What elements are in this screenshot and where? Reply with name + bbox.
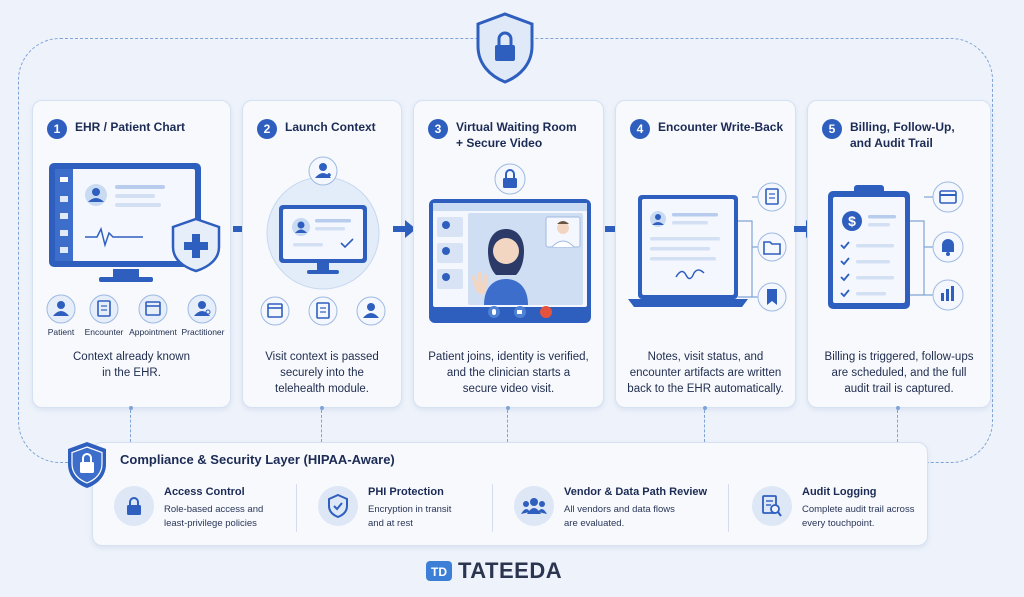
shield-check-icon (318, 486, 358, 526)
feature-vendor-data-path-review: Vendor & Data Path Review All vendors an… (514, 486, 707, 531)
step-number: 1 (47, 119, 67, 139)
divider (492, 484, 493, 532)
launch-context-icon (260, 156, 386, 326)
feature-title: PHI Protection (368, 486, 444, 498)
step-title: Encounter Write-Back (658, 120, 784, 134)
step-title: Virtual Waiting Room + Secure Video (456, 120, 577, 150)
role-label-practitioner: Practitioner (181, 327, 225, 337)
divider (728, 484, 729, 532)
shield-lock-icon (68, 442, 106, 488)
role-label-appointment: Appointment (129, 327, 177, 337)
laptop-document-icon (628, 182, 787, 312)
ehr-monitor-icon (46, 163, 221, 324)
step-description: Notes, visit status, and encounter artif… (627, 351, 784, 395)
step-title: Billing, Follow-Up, and Audit Trail (850, 120, 955, 150)
connector-dot (320, 406, 324, 410)
step-number: 3 (428, 119, 448, 139)
step-description: Patient joins, identity is verified, and… (428, 351, 589, 395)
step-number: 5 (822, 119, 842, 139)
feature-description: Encryption in transit and at rest (368, 504, 452, 529)
connector-line (897, 410, 898, 442)
people-icon (514, 486, 554, 526)
step-description: Billing is triggered, follow-ups are sch… (824, 351, 974, 395)
connector-dot (703, 406, 707, 410)
connector-dot (129, 406, 133, 410)
step-card-ehr: 1 EHR / Patient Chart P (32, 100, 231, 408)
step-card-virtual-waiting-room: 3 Virtual Waiting Room + Secure Video Pa… (413, 100, 604, 408)
feature-phi-protection: PHI Protection Encryption in transit and… (318, 486, 451, 531)
step-card-billing-follow-up: 5 Billing, Follow-Up, and Audit Trail $ (807, 100, 991, 408)
feature-description: Complete audit trail across every touchp… (802, 504, 915, 529)
step-number: 2 (257, 119, 277, 139)
feature-description: All vendors and data flows are evaluated… (564, 504, 675, 529)
lock-icon (114, 486, 154, 526)
step-title: EHR / Patient Chart (75, 120, 186, 134)
connector-line (130, 410, 131, 442)
step-number: 4 (630, 119, 650, 139)
svg-text:TD: TD (431, 565, 447, 579)
billing-clipboard-icon: $ (828, 181, 964, 311)
feature-title: Vendor & Data Path Review (564, 486, 708, 498)
feature-description: Role-based access and least-privilege po… (164, 504, 264, 529)
video-call-icon (429, 163, 591, 323)
step-title: Launch Context (285, 120, 376, 134)
feature-title: Audit Logging (802, 486, 877, 498)
feature-access-control: Access Control Role-based access and lea… (114, 486, 263, 531)
divider (296, 484, 297, 532)
document-search-icon (752, 486, 792, 526)
compliance-title: Compliance & Security Layer (HIPAA-Aware… (120, 452, 395, 467)
step-description: Visit context is passed securely into th… (265, 351, 379, 395)
svg-text:$: $ (848, 213, 856, 229)
role-label-encounter: Encounter (84, 327, 124, 337)
role-label-patient: Patient (47, 327, 75, 337)
connector-line (704, 410, 705, 442)
brand-logo-mark-icon: TD (426, 561, 452, 581)
step-card-encounter-write-back: 4 Encounter Write-Back Notes, visit stat… (615, 100, 796, 408)
connector-line (507, 410, 508, 442)
feature-title: Access Control (164, 486, 245, 498)
shield-lock-icon (476, 12, 534, 84)
connector-dot (896, 406, 900, 410)
brand-logo: TD TATEEDA (426, 558, 562, 584)
step-card-launch-context: 2 Launch Context Visit context is passed… (242, 100, 402, 408)
step-description: Context already known in the EHR. (73, 351, 190, 379)
brand-name: TATEEDA (458, 558, 563, 583)
connector-line (321, 410, 322, 442)
arrow-right-icon (393, 220, 416, 238)
feature-audit-logging: Audit Logging Complete audit trail acros… (752, 486, 914, 531)
connector-dot (506, 406, 510, 410)
